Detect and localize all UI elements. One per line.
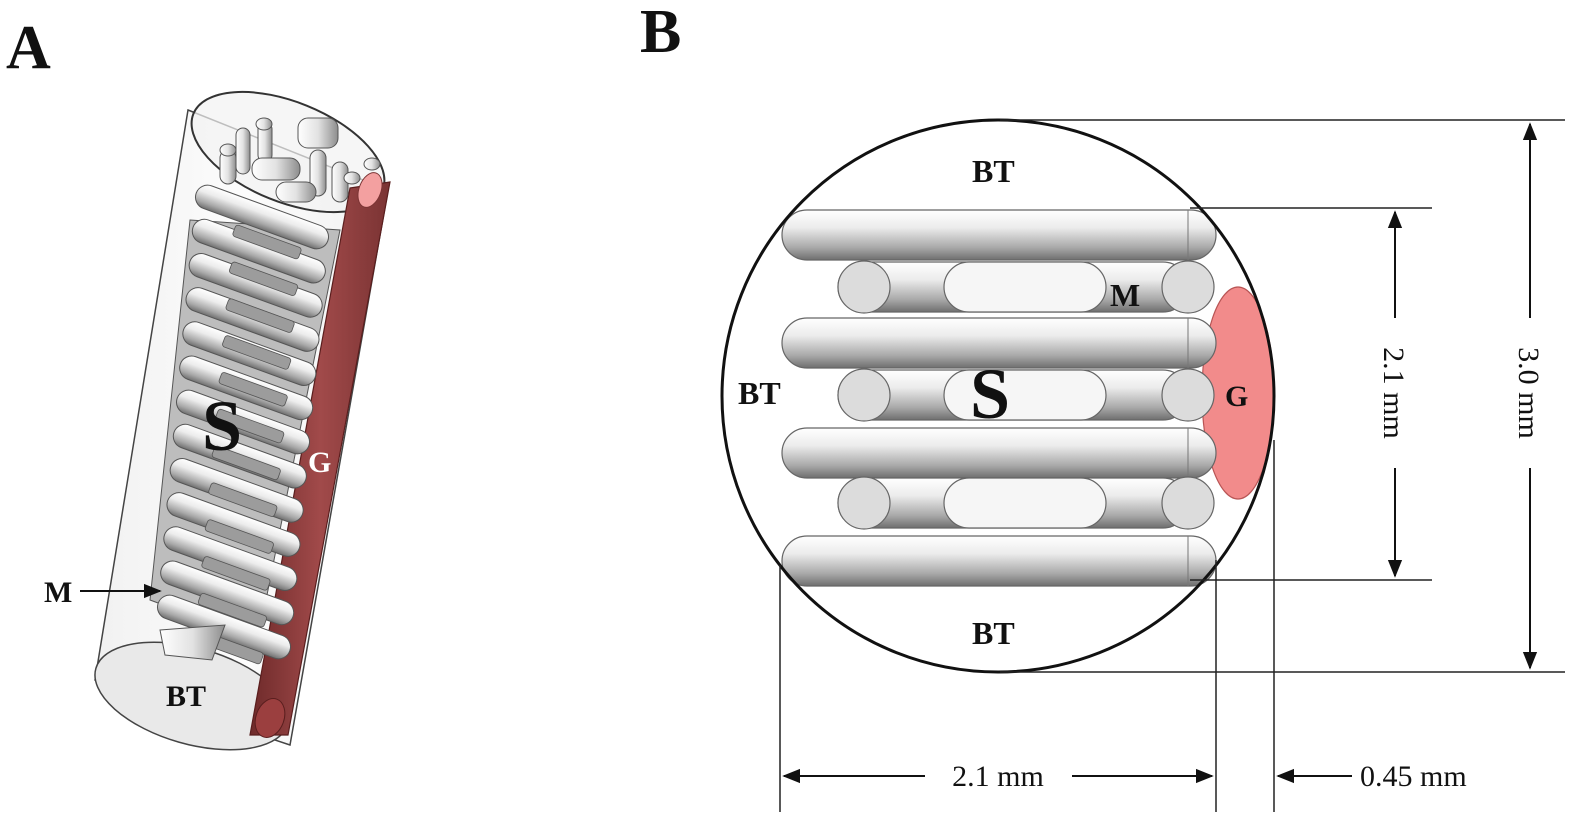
label-b-bt-top: BT <box>972 153 1015 189</box>
cross-rod-left-2 <box>837 368 891 422</box>
label-a-bt: BT <box>166 680 206 713</box>
cross-rod-right-2 <box>1161 368 1215 422</box>
label-b-bt-bottom: BT <box>972 615 1015 651</box>
panel-a-3d-model: S G M BT <box>44 90 391 751</box>
mid-rod-1 <box>943 261 1107 313</box>
gel-bottom-end <box>254 698 286 738</box>
cross-rod-right-1 <box>1161 260 1215 314</box>
scaffold-inner-block-3 <box>225 298 295 333</box>
label-b-gel: G <box>1225 380 1248 413</box>
scaffold-inner-block-10 <box>201 556 271 591</box>
scaffold-inner-block-2 <box>229 261 299 296</box>
label-a-mesh: M <box>44 576 72 609</box>
dim-inner-height-label: 2.1 mm <box>1377 347 1410 439</box>
outer-circle <box>720 118 1276 674</box>
scaffold-inner-block-4 <box>222 335 292 370</box>
scaffold-inner-block-1 <box>232 224 302 260</box>
scaffold-inner-block-7 <box>211 445 281 481</box>
long-rod-2 <box>781 317 1217 369</box>
label-a-gel: G <box>308 446 331 479</box>
label-a-scaffold: S <box>202 386 242 466</box>
label-b-mesh: M <box>1110 277 1140 313</box>
dimension-lines: 2.1 mm 3.0 mm 2.1 mm 0.45 mm <box>779 119 1565 812</box>
panel-a-letter: A <box>6 14 51 82</box>
scaffold-inner-block-8 <box>208 482 278 517</box>
long-rod-3 <box>781 427 1217 479</box>
scaffold-inner-block-5 <box>218 372 288 407</box>
label-b-scaffold: S <box>970 354 1010 434</box>
scaffold-rod-1 <box>194 184 330 250</box>
mid-rod-2 <box>943 369 1107 421</box>
cross-rod-right-3 <box>1161 476 1215 530</box>
long-rod-4 <box>781 535 1217 587</box>
cross-rod-left-1 <box>837 260 891 314</box>
scaffold-rods <box>781 209 1217 587</box>
dim-width-label: 2.1 mm <box>952 760 1044 793</box>
panel-b-letter: B <box>640 0 681 66</box>
gel-top-end <box>357 172 383 208</box>
scaffold-inner-block-9 <box>204 519 274 554</box>
mid-rod-3 <box>943 477 1107 529</box>
top-cross-section <box>219 117 381 203</box>
scaffold-inner-block-6 <box>215 408 285 444</box>
cross-rod-left-3 <box>837 476 891 530</box>
panel-b-cross-section: BT BT BT S M G <box>720 118 1276 674</box>
scaffold-inner-block-11 <box>197 593 267 628</box>
dim-outer-diameter-label: 3.0 mm <box>1512 347 1545 439</box>
long-rod-1 <box>781 209 1217 261</box>
scaffold-stack <box>149 184 341 665</box>
scaffold-bottom-tip <box>159 624 226 661</box>
label-b-bt-left: BT <box>738 375 781 411</box>
dim-gel-width-label: 0.45 mm <box>1360 760 1467 793</box>
